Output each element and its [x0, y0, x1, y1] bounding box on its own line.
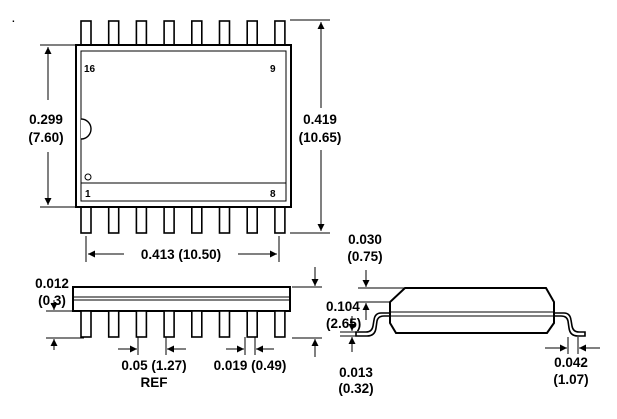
pitch-text: 0.05 (1.27) — [121, 358, 186, 373]
stray-mark: . — [12, 14, 15, 25]
overall-width-inch: 0.419 — [303, 112, 337, 127]
end-lead-right — [552, 312, 586, 337]
pin-label-16: 16 — [84, 64, 96, 75]
body-length-dimension: 0.413 (10.50) — [85, 236, 280, 262]
pin-label-8: 8 — [270, 189, 276, 200]
lead-side — [191, 310, 203, 338]
end-view: 0.030 (0.75) 0.013 (0.32) 0.042 (1.07) — [338, 232, 600, 396]
lead-lower — [191, 206, 203, 234]
body-width-inch: 0.299 — [29, 112, 63, 127]
lead-upper — [163, 20, 175, 46]
lead-upper — [246, 20, 258, 46]
top-leads-lower-row — [80, 206, 286, 234]
lead-upper — [191, 20, 203, 46]
end-lead-left — [355, 312, 393, 337]
body-length-text: 0.413 (10.50) — [141, 247, 221, 262]
top-leads-upper-row — [80, 20, 286, 46]
lead-pitch-dimension: 0.05 (1.27) REF — [118, 337, 187, 390]
standoff-mm: (0.3) — [38, 293, 66, 308]
side-view: 0.012 (0.3) 0.104 (2.65) 0.05 (1.27) REF — [35, 267, 361, 390]
lead-lower — [107, 206, 120, 234]
lead-side — [107, 310, 120, 338]
lead-lower — [218, 206, 231, 234]
lead-thickness-inch: 0.013 — [339, 365, 373, 380]
overall-width-dimension: 0.419 (10.65) — [290, 19, 342, 234]
top-view: 16 9 1 8 0.299 (7.60) 0.419 (10.65) — [28, 19, 342, 262]
foot-length-dimension: 0.042 (1.07) — [545, 337, 600, 387]
pitch-ref-note: REF — [141, 375, 168, 390]
overall-width-mm: (10.65) — [299, 130, 342, 145]
lead-upper — [107, 20, 120, 46]
foot-length-mm: (1.07) — [553, 372, 588, 387]
pin1-dot — [84, 173, 92, 181]
pin-label-1: 1 — [85, 189, 91, 200]
body-width-dimension: 0.299 (7.60) — [28, 44, 76, 208]
lead-side — [274, 310, 286, 338]
body-width-mm: (7.60) — [28, 130, 63, 145]
lead-side — [218, 310, 231, 338]
lead-upper — [218, 20, 231, 46]
lead-thickness-dimension: 0.013 (0.32) — [338, 316, 374, 396]
package-body-end — [389, 287, 555, 334]
side-leads — [80, 310, 286, 338]
lead-side — [163, 310, 175, 338]
foot-length-inch: 0.042 — [554, 355, 588, 370]
package-body-side — [72, 286, 291, 312]
lead-upper — [274, 20, 286, 46]
standoff-inch: 0.012 — [35, 276, 69, 291]
lead-lower — [135, 206, 148, 234]
chamfer-mm: (0.75) — [347, 249, 382, 264]
pin-label-9: 9 — [270, 64, 276, 75]
lead-side — [246, 310, 258, 338]
orientation-notch — [80, 118, 92, 140]
package-body-top — [75, 44, 292, 208]
lead-side — [80, 310, 92, 338]
lead-thickness-mm: (0.32) — [338, 381, 373, 396]
lead-upper — [135, 20, 148, 46]
lead-lower — [80, 206, 92, 234]
lead-lower — [246, 206, 258, 234]
height-mm: (2.65) — [326, 316, 361, 331]
height-inch: 0.104 — [326, 299, 360, 314]
standoff-dimension: 0.012 (0.3) — [35, 276, 84, 350]
chamfer-dimension: 0.030 (0.75) — [347, 232, 404, 320]
lead-width-dimension: 0.019 (0.49) — [214, 337, 287, 373]
lead-lower — [163, 206, 175, 234]
lead-lower — [274, 206, 286, 234]
chamfer-inch: 0.030 — [348, 232, 382, 247]
lead-side — [135, 310, 148, 338]
package-height-dimension: 0.104 (2.65) — [292, 267, 361, 357]
lead-width-text: 0.019 (0.49) — [214, 358, 287, 373]
lead-upper — [80, 20, 92, 46]
